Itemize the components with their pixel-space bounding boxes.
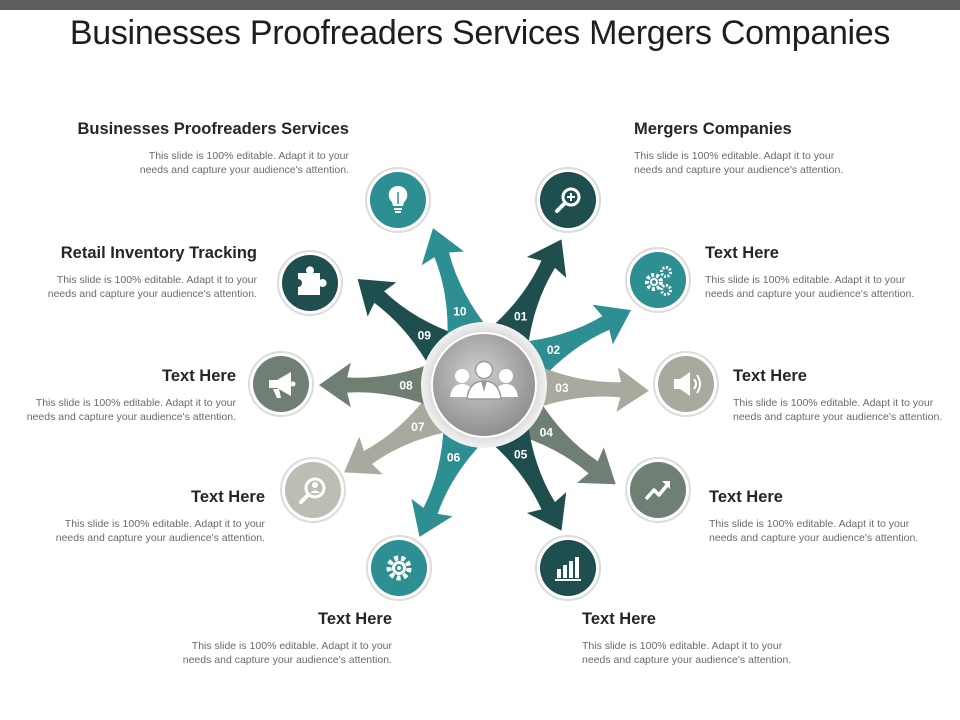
arrow-08: [319, 362, 434, 408]
item-heading: Mergers Companies: [634, 120, 792, 138]
item-heading: Text Here: [733, 367, 807, 385]
arrow-07: [344, 392, 454, 475]
item-body: This slide is 100% editable. Adapt it to…: [26, 397, 236, 423]
item-body: This slide is 100% editable. Adapt it to…: [634, 150, 844, 176]
arrow-number-04: 04: [540, 425, 554, 439]
icon-badge-8: [248, 351, 314, 417]
arrow-03: [533, 364, 649, 412]
arrow-number-09: 09: [418, 328, 432, 342]
item-label-businesses-proofreaders-services: Businesses Proofreaders Services This sl…: [78, 120, 350, 177]
item-heading: Text Here: [582, 610, 656, 628]
arrow-number-01: 01: [514, 310, 528, 324]
item-body: This slide is 100% editable. Adapt it to…: [182, 640, 392, 666]
item-label-03: Text Here This slide is 100% editable. A…: [733, 367, 953, 424]
item-label-08: Text Here This slide is 100% editable. A…: [16, 367, 236, 424]
item-body: This slide is 100% editable. Adapt it to…: [733, 397, 943, 423]
people-group-icon: [450, 360, 518, 400]
item-body: This slide is 100% editable. Adapt it to…: [55, 518, 265, 544]
item-body: This slide is 100% editable. Adapt it to…: [139, 150, 349, 176]
icon-badge-10: [365, 167, 431, 233]
item-label-05: Text Here This slide is 100% editable. A…: [582, 610, 802, 667]
arrow-number-10: 10: [453, 304, 467, 318]
arrow-number-05: 05: [514, 447, 528, 461]
item-label-04: Text Here This slide is 100% editable. A…: [709, 488, 929, 545]
item-body: This slide is 100% editable. Adapt it to…: [705, 274, 915, 300]
icon-badge-1: [535, 167, 601, 233]
item-body: This slide is 100% editable. Adapt it to…: [709, 518, 919, 544]
item-label-02: Text Here This slide is 100% editable. A…: [705, 244, 925, 301]
arrow-05: [487, 418, 567, 531]
item-heading: Businesses Proofreaders Services: [77, 120, 350, 138]
item-heading: Retail Inventory Tracking: [60, 244, 257, 262]
item-label-06: Text Here This slide is 100% editable. A…: [172, 610, 392, 667]
page-title: Businesses Proofreaders Services Mergers…: [69, 14, 891, 52]
arrow-number-02: 02: [547, 343, 561, 357]
item-heading: Text Here: [162, 367, 236, 385]
top-bar: [0, 0, 960, 10]
arrow-number-08: 08: [399, 379, 413, 393]
arrow-number-06: 06: [447, 450, 461, 464]
item-body: This slide is 100% editable. Adapt it to…: [47, 274, 257, 300]
item-body: This slide is 100% editable. Adapt it to…: [582, 640, 792, 666]
item-heading: Text Here: [318, 610, 392, 628]
arrow-02: [518, 304, 632, 383]
arrow-10: [421, 228, 490, 345]
arrow-number-03: 03: [555, 381, 569, 395]
icon-badge-2: [625, 247, 691, 313]
item-label-07: Text Here This slide is 100% editable. A…: [45, 488, 265, 545]
arrow-06: [411, 422, 485, 537]
item-label-retail-inventory-tracking: Retail Inventory Tracking This slide is …: [37, 244, 257, 301]
icon-badge-3: [653, 351, 719, 417]
item-heading: Text Here: [709, 488, 783, 506]
icon-badge-6: [366, 535, 432, 601]
item-heading: Text Here: [191, 488, 265, 506]
item-heading: Text Here: [705, 244, 779, 262]
icon-badge-4: [625, 457, 691, 523]
icon-badge-9: [277, 250, 343, 316]
arrow-number-07: 07: [411, 420, 425, 434]
arrow-01: [487, 239, 567, 352]
icon-badge-7: [280, 457, 346, 523]
icon-badge-5: [535, 535, 601, 601]
item-label-mergers-companies: Mergers Companies This slide is 100% edi…: [634, 120, 854, 177]
